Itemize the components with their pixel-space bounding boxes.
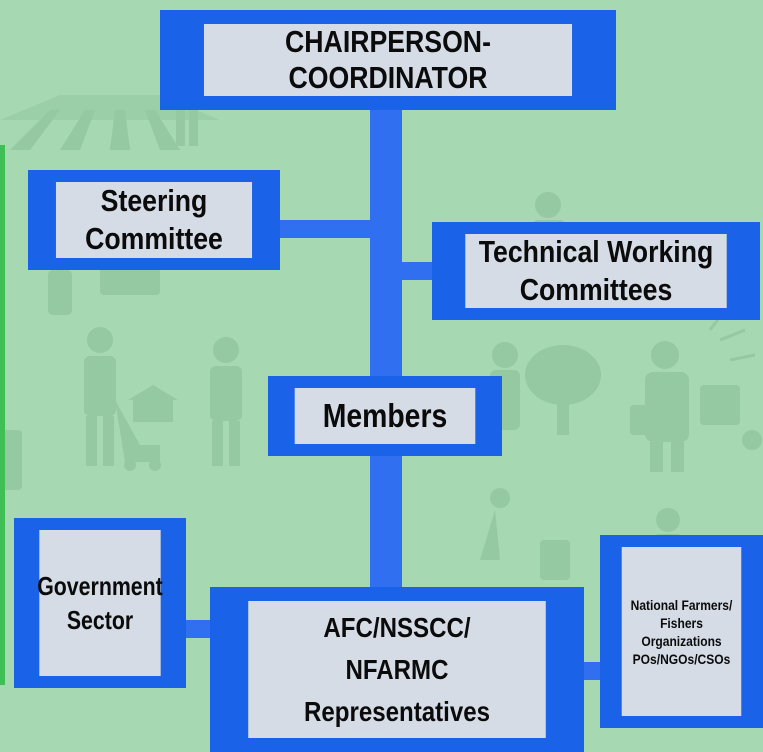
technical-working-committees-box: Technical Working Committees bbox=[432, 222, 760, 320]
national-label-line3: POs/NGOs/CSOs bbox=[632, 650, 731, 667]
members-label: Members bbox=[322, 397, 448, 434]
government-sector-box: Government Sector bbox=[14, 518, 186, 688]
connector-trunk-upper bbox=[370, 95, 402, 385]
steering-committee-box: Steering Committee bbox=[28, 170, 280, 270]
members-box: Members bbox=[268, 376, 502, 456]
afc-label-line3: Representatives bbox=[303, 695, 491, 727]
government-label-line2: Sector bbox=[66, 605, 134, 635]
chairperson-label: CHAIRPERSON-COORDINATOR bbox=[285, 24, 491, 95]
national-farmers-box: National Farmers/ Fishers Organizations … bbox=[600, 535, 763, 728]
national-label-line2: Fishers Organizations bbox=[641, 614, 722, 649]
technical-label-line1: Technical Working bbox=[478, 234, 714, 269]
government-label-line1: Government bbox=[37, 571, 163, 601]
afc-label-line1: AFC/NSSCC/ bbox=[323, 611, 471, 643]
national-label-line1: National Farmers/ bbox=[630, 596, 733, 613]
afc-nsscc-nfarmc-box: AFC/NSSCC/ NFARMC Representatives bbox=[210, 587, 584, 752]
connector-technical bbox=[400, 262, 436, 280]
connector-steering bbox=[276, 220, 372, 238]
connector-government bbox=[182, 620, 212, 638]
left-accent-bar bbox=[0, 145, 5, 685]
technical-label-line2: Committees bbox=[519, 272, 673, 307]
afc-label-line2: NFARMC bbox=[345, 653, 449, 685]
connector-trunk-lower bbox=[370, 455, 402, 595]
chairperson-coordinator-box: CHAIRPERSON-COORDINATOR bbox=[160, 10, 616, 110]
steering-label-line2: Committee bbox=[85, 221, 223, 256]
steering-label-line1: Steering bbox=[100, 183, 208, 218]
